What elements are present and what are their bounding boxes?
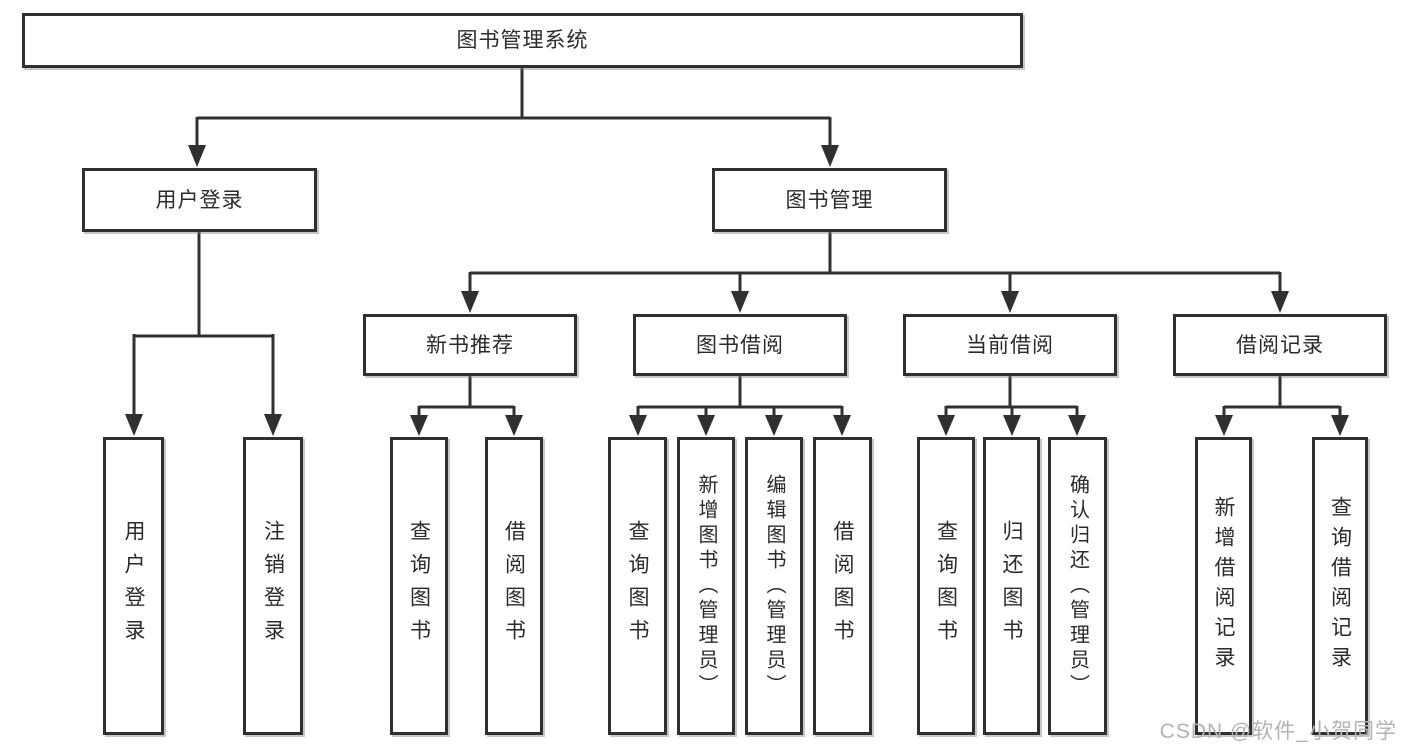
leaf-return-book-label: 归还图书 [1000,520,1023,652]
node-book-borrowing: 图书借阅 [633,314,847,376]
node-borrowing-records: 借阅记录 [1173,314,1387,376]
leaf-edit-book-admin: 编辑图书（管理员） [745,437,803,735]
leaf-confirm-return-admin-label: 确认归还（管理员） [1066,473,1089,699]
node-user-login-label: 用户登录 [155,188,244,212]
node-root-label: 图书管理系统 [456,29,589,52]
leaf-recommend-query-book-label: 查询图书 [407,520,431,652]
leaf-logout: 注销登录 [243,437,303,735]
leaf-user-login-label: 用户登录 [122,520,145,652]
leaf-borrowing-query-book: 查询图书 [608,437,667,735]
leaf-edit-book-admin-label: 编辑图书（管理员） [763,473,785,699]
leaf-add-book-admin: 新增图书（管理员） [677,437,735,735]
leaf-add-borrow-record: 新增借阅记录 [1195,437,1252,735]
leaf-current-query-book: 查询图书 [917,437,975,735]
leaf-user-login: 用户登录 [103,437,164,735]
leaf-recommend-borrow-book: 借阅图书 [485,437,543,735]
leaf-return-book: 归还图书 [983,437,1040,735]
leaf-logout-label: 注销登录 [261,520,285,652]
leaf-current-query-book-label: 查询图书 [934,520,958,652]
node-current-borrowing: 当前借阅 [903,314,1117,376]
node-user-login: 用户登录 [82,168,317,232]
node-book-borrowing-label: 图书借阅 [696,333,784,357]
node-root: 图书管理系统 [22,13,1023,68]
node-borrowing-records-label: 借阅记录 [1236,333,1324,357]
node-new-book-recommendation: 新书推荐 [363,314,577,376]
arrowheads [125,145,1349,436]
leaf-recommend-borrow-book-label: 借阅图书 [502,520,526,652]
node-current-borrowing-label: 当前借阅 [966,333,1054,357]
leaf-add-borrow-record-label: 新增借阅记录 [1212,496,1235,676]
leaf-confirm-return-admin: 确认归还（管理员） [1048,437,1107,735]
node-book-management-label: 图书管理 [785,188,874,212]
leaf-add-book-admin-label: 新增图书（管理员） [695,473,717,699]
leaf-query-borrow-record: 查询借阅记录 [1312,437,1368,735]
leaf-borrowing-borrow-book-label: 借阅图书 [831,520,854,652]
node-book-management: 图书管理 [712,168,947,232]
leaf-borrowing-query-book-label: 查询图书 [626,520,649,652]
leaf-recommend-query-book: 查询图书 [390,437,448,735]
node-new-book-recommendation-label: 新书推荐 [426,333,514,357]
leaf-query-borrow-record-label: 查询借阅记录 [1328,496,1352,676]
watermark: CSDN @软件_小贺同学 [1159,720,1397,743]
leaf-borrowing-borrow-book: 借阅图书 [813,437,872,735]
